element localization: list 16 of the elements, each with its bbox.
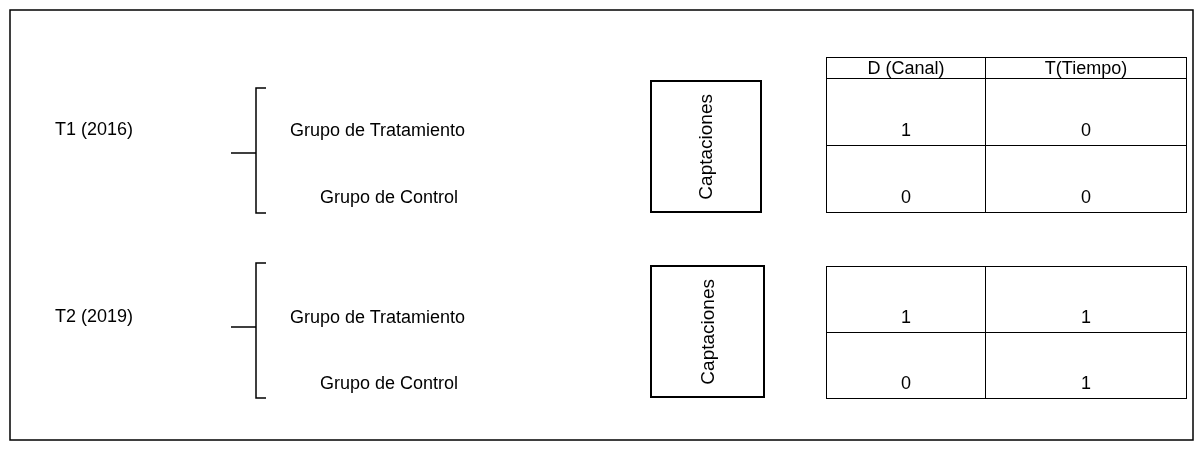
table-cell: 1 <box>985 332 1187 399</box>
group-label: Grupo de Tratamiento <box>290 120 466 141</box>
period-label: T1 (2016) <box>55 119 134 140</box>
group-label: Grupo de Control <box>320 187 459 208</box>
label-box: Captaciones <box>650 265 765 398</box>
period-label: T2 (2019) <box>55 306 134 327</box>
table-cell: 0 <box>826 145 986 213</box>
column-header: T(Tiempo) <box>985 57 1187 79</box>
group-label: Grupo de Tratamiento <box>290 307 466 328</box>
label-box: Captaciones <box>650 80 762 213</box>
column-header: D (Canal) <box>826 57 986 79</box>
table-cell: 1 <box>985 266 1187 333</box>
table-cell: 0 <box>985 145 1187 213</box>
group-label: Grupo de Control <box>320 373 459 394</box>
table-cell: 1 <box>826 266 986 333</box>
table-cell: 0 <box>826 332 986 399</box>
